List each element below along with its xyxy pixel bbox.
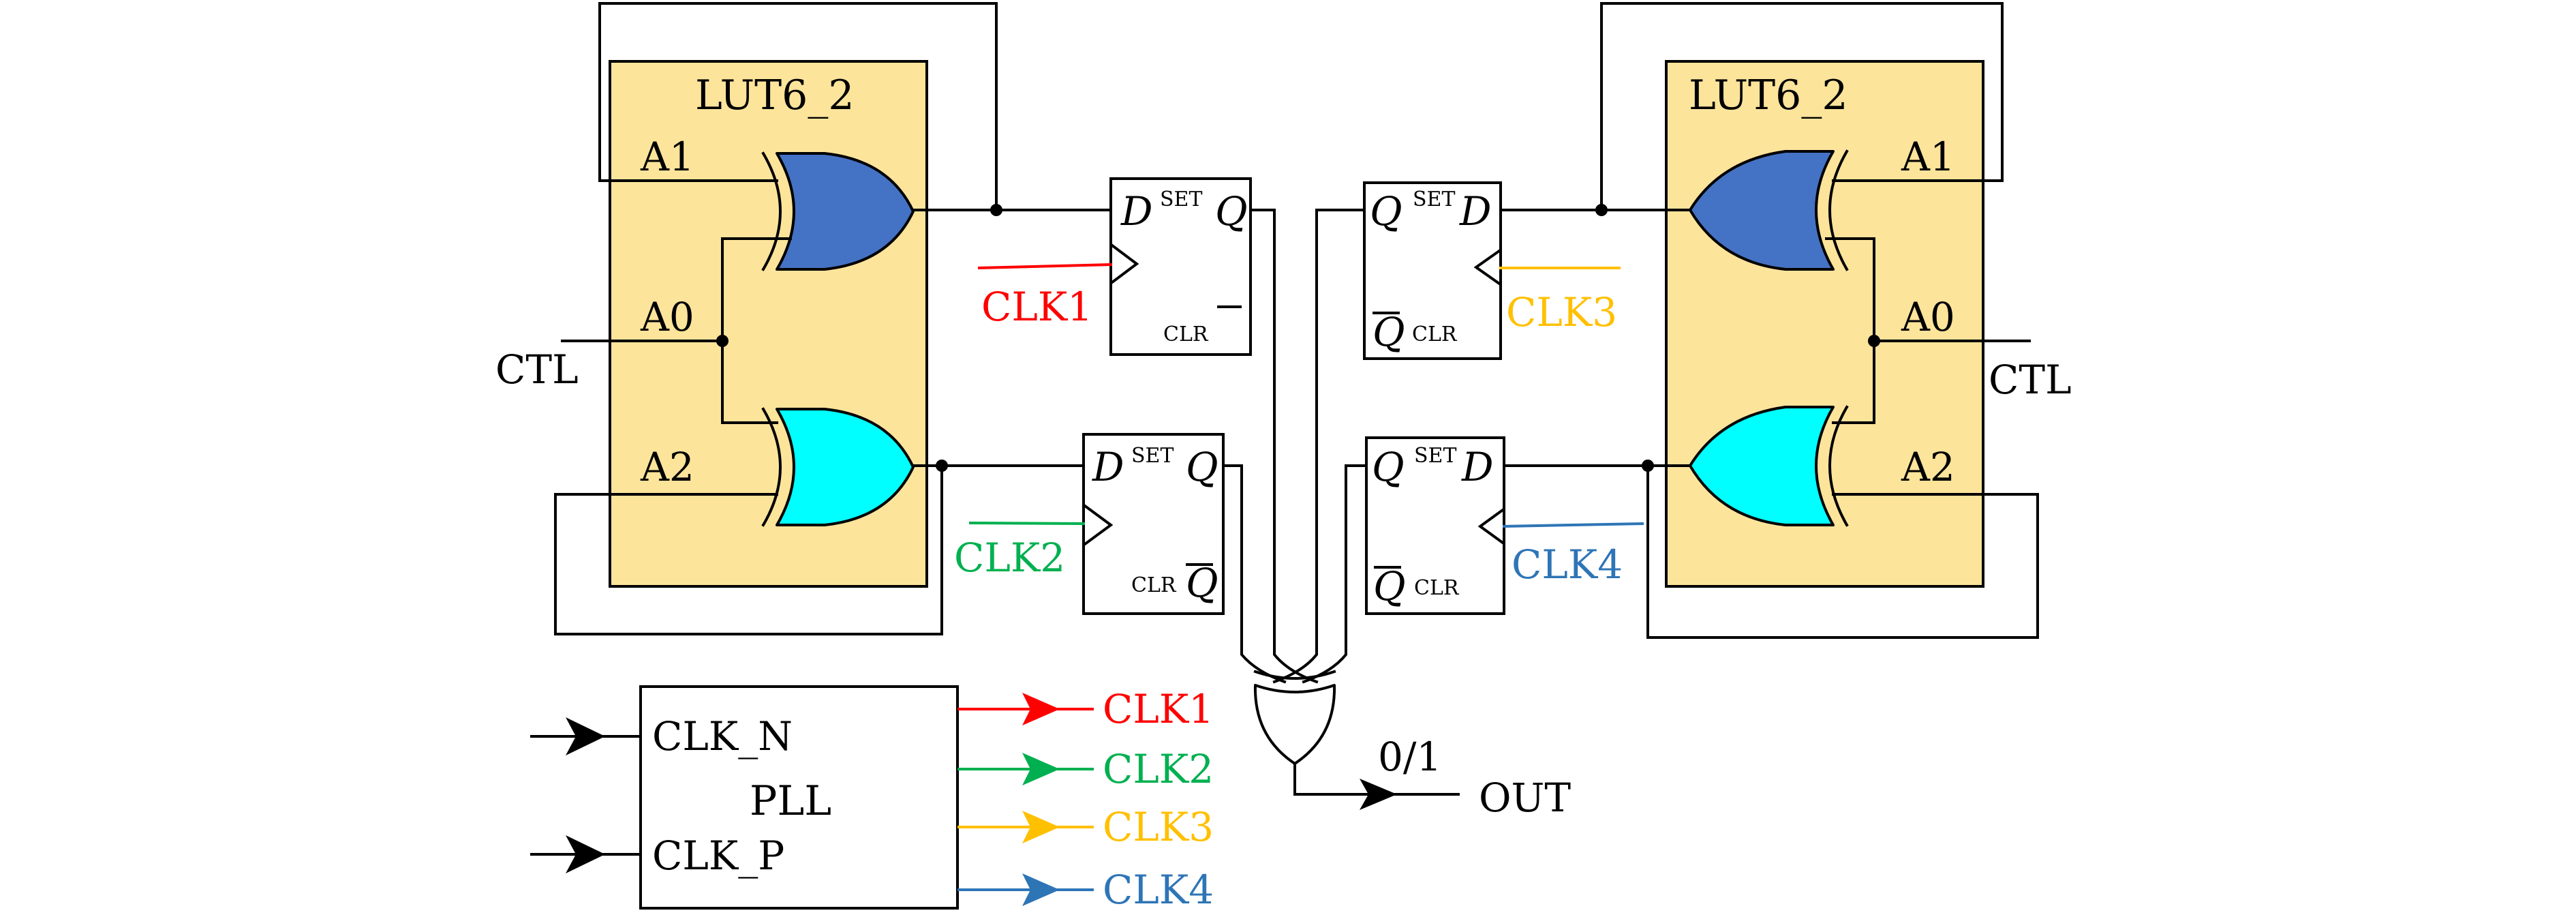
right-lut-a1-label: A1	[1901, 134, 1955, 180]
ff4-clr-label: CLR	[1414, 576, 1460, 600]
ff4-q-label: Q	[1372, 444, 1405, 490]
clk2-wire	[968, 522, 1086, 525]
right-lut: LUT6_2 A1 A0 A2 CTL	[1499, 2, 2072, 639]
left-bottom-output-junction	[936, 460, 948, 472]
out-value-label: 0/1	[1378, 734, 1441, 780]
ff3-q-label: Q	[1370, 188, 1402, 235]
ff-1: D SET Q CLR	[1109, 177, 1252, 356]
right-top-feedback-wire	[1600, 2, 2004, 211]
left-xor-gate-top	[761, 151, 915, 271]
ff4-d-label: D	[1461, 444, 1494, 490]
left-bottom-feedback-wire	[554, 464, 943, 635]
left-a0-junction	[716, 335, 729, 347]
pll-clk4-label: CLK4	[1103, 867, 1214, 913]
right-ctl-label: CTL	[1989, 357, 2072, 403]
pll-block: PLL CLK_N CLK_P CLK1 CLK2 CLK3 CLK4	[530, 685, 1214, 913]
ff2-d-label: D	[1092, 444, 1124, 490]
ff2-set-label: SET	[1131, 444, 1174, 468]
ff1-q-to-xor-wire	[1249, 209, 1319, 684]
clk-n-arrow-icon	[566, 717, 605, 755]
right-xor-gate-top	[1689, 149, 1849, 271]
pll-clk1-arrow-icon	[1022, 693, 1060, 725]
ff1-clr-label: CLR	[1163, 322, 1209, 346]
right-lut-title: LUT6_2	[1689, 72, 1848, 119]
clk-p-arrow-icon	[566, 835, 605, 873]
ff-3: Q SET D Q CLR	[1363, 181, 1502, 360]
output-xor-gate	[1253, 670, 1336, 765]
ff3-d-label: D	[1459, 188, 1492, 235]
left-top-feedback-wire	[598, 2, 998, 211]
clk1-ff-label: CLK1	[981, 284, 1092, 330]
ff1-clock-triangle	[1110, 243, 1139, 284]
left-lut-a2-label: A2	[640, 444, 694, 490]
right-a0-split-wire	[1825, 237, 1875, 424]
ff-2: D SET Q CLR Q	[1082, 433, 1225, 615]
ff2-qbar-label: Q	[1186, 560, 1218, 606]
pll-clk3-arrow-icon	[1022, 811, 1060, 843]
center-routing	[1222, 209, 1368, 684]
pll-clk-n-label: CLK_N	[652, 713, 793, 760]
ff4-qbar-label: Q	[1373, 563, 1406, 610]
left-lut-title: LUT6_2	[695, 72, 855, 119]
out-arrow-icon	[1360, 779, 1397, 810]
pll-box	[639, 685, 959, 910]
clk1-wire	[977, 263, 1113, 269]
right-a0-junction	[1868, 335, 1880, 347]
left-xor-gate-bottom	[761, 407, 915, 527]
clk4-ff-label: CLK4	[1512, 541, 1623, 588]
right-xor-gate-bottom	[1689, 405, 1849, 527]
ff3-q-to-xor-wire	[1272, 209, 1366, 684]
clk2-ff-label: CLK2	[954, 535, 1065, 581]
right-lut-a0-label: A0	[1901, 294, 1955, 340]
pll-clk4-arrow-icon	[1022, 873, 1060, 906]
out-label: OUT	[1479, 775, 1571, 821]
pll-clk1-label: CLK1	[1103, 686, 1214, 732]
ff1-d-label: D	[1120, 188, 1153, 235]
ff3-set-label: SET	[1413, 188, 1455, 211]
left-top-output-junction	[990, 204, 1002, 216]
pll-clk2-label: CLK2	[1103, 746, 1214, 792]
pll-label: PLL	[750, 777, 831, 825]
ff1-set-label: SET	[1160, 188, 1202, 211]
left-ctl-label: CTL	[495, 346, 579, 393]
ff3-qbar-label: Q	[1373, 309, 1405, 355]
left-a0-split-wire	[721, 237, 792, 424]
ff-4: Q SET D Q CLR	[1365, 436, 1505, 615]
clk4-wire	[1502, 522, 1644, 528]
ff1-q-label: Q	[1215, 188, 1248, 235]
ff2-clock-triangle	[1083, 504, 1114, 546]
ff2-clr-label: CLR	[1131, 573, 1177, 597]
ff4-clock-triangle	[1477, 508, 1505, 545]
ff2-q-label: Q	[1186, 444, 1218, 490]
ff4-q-to-xor-wire	[1302, 464, 1368, 684]
pll-clk-p-label: CLK_P	[652, 832, 784, 879]
ff3-clr-label: CLR	[1412, 322, 1458, 346]
ff4-set-label: SET	[1414, 444, 1456, 468]
out-wire	[1293, 762, 1392, 796]
right-top-output-junction	[1595, 204, 1608, 216]
ff3-clock-triangle	[1473, 249, 1501, 286]
left-lut-a0-label: A0	[640, 294, 694, 340]
pll-clk3-label: CLK3	[1103, 804, 1214, 850]
clk3-ff-label: CLK3	[1506, 289, 1617, 335]
right-lut-a2-label: A2	[1901, 444, 1955, 490]
ff2-q-to-xor-wire	[1222, 464, 1287, 684]
left-lut-a1-label: A1	[640, 134, 694, 180]
left-lut: LUT6_2 A1 A0 A2 CTL	[495, 2, 1112, 635]
pll-clk2-arrow-icon	[1022, 753, 1060, 785]
right-bottom-output-junction	[1642, 460, 1654, 472]
right-bottom-feedback-wire	[1646, 464, 2039, 639]
